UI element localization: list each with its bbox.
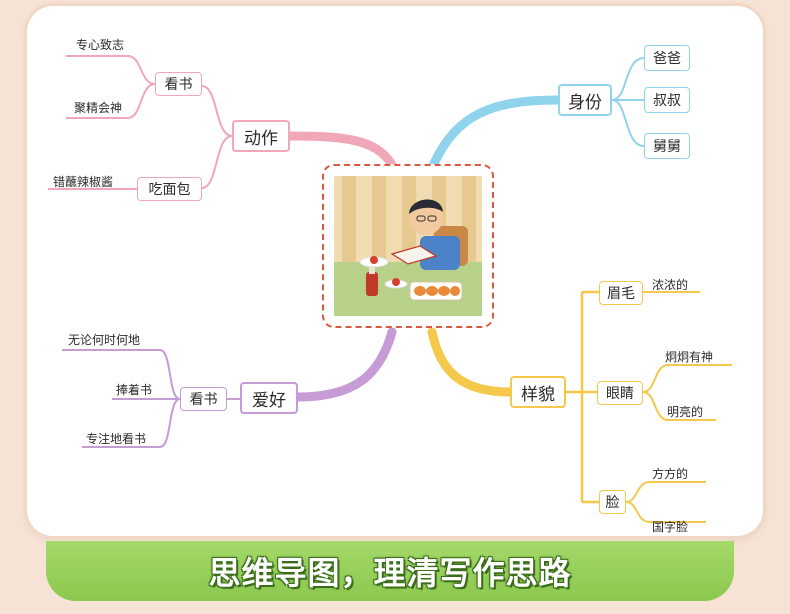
branch-hobby [293, 327, 397, 402]
branch-action [285, 131, 400, 175]
branch-identity [427, 95, 563, 173]
leaf-guozi-face: 国字脸 [652, 520, 689, 533]
branch-appearance [427, 327, 515, 397]
node-eyes: 眼睛 [597, 381, 643, 405]
leaf-reading-attentively: 专注地看书 [86, 432, 147, 446]
node-action-reading: 看书 [155, 72, 202, 96]
node-face: 脸 [599, 490, 626, 514]
node-identity-maternal-uncle: 舅舅 [644, 133, 690, 159]
node-identity-dad: 爸爸 [644, 45, 690, 71]
leaf-thick-brows: 浓浓的 [652, 278, 689, 292]
leaf-holding-book: 捧着书 [116, 383, 153, 397]
leaf-anytime-anywhere: 无论何时何地 [68, 333, 141, 347]
leaf-square-face: 方方的 [652, 467, 689, 481]
leaf-bright-eyes: 炯炯有神 [665, 350, 714, 364]
leaf-chili-sauce: 错蘸辣椒酱 [53, 175, 114, 189]
banner-title: 思维导图，理清写作思路 [208, 554, 572, 592]
leaf-focused: 专心致志 [76, 38, 125, 52]
node-eyebrows: 眉毛 [599, 281, 643, 305]
node-identity-uncle: 叔叔 [644, 87, 690, 113]
central-illustration [322, 164, 494, 328]
node-action: 动作 [232, 120, 290, 152]
leaf-shining-eyes: 明亮的 [667, 405, 704, 419]
node-action-eating: 吃面包 [137, 177, 202, 201]
node-hobby: 爱好 [240, 382, 298, 414]
reading-man-illustration [334, 176, 482, 316]
node-hobby-reading: 看书 [180, 387, 227, 411]
node-appearance: 样貌 [510, 376, 566, 408]
node-identity: 身份 [558, 84, 612, 116]
leaf-concentrated: 聚精会神 [74, 101, 123, 115]
bottom-banner: 思维导图，理清写作思路 [46, 541, 734, 601]
